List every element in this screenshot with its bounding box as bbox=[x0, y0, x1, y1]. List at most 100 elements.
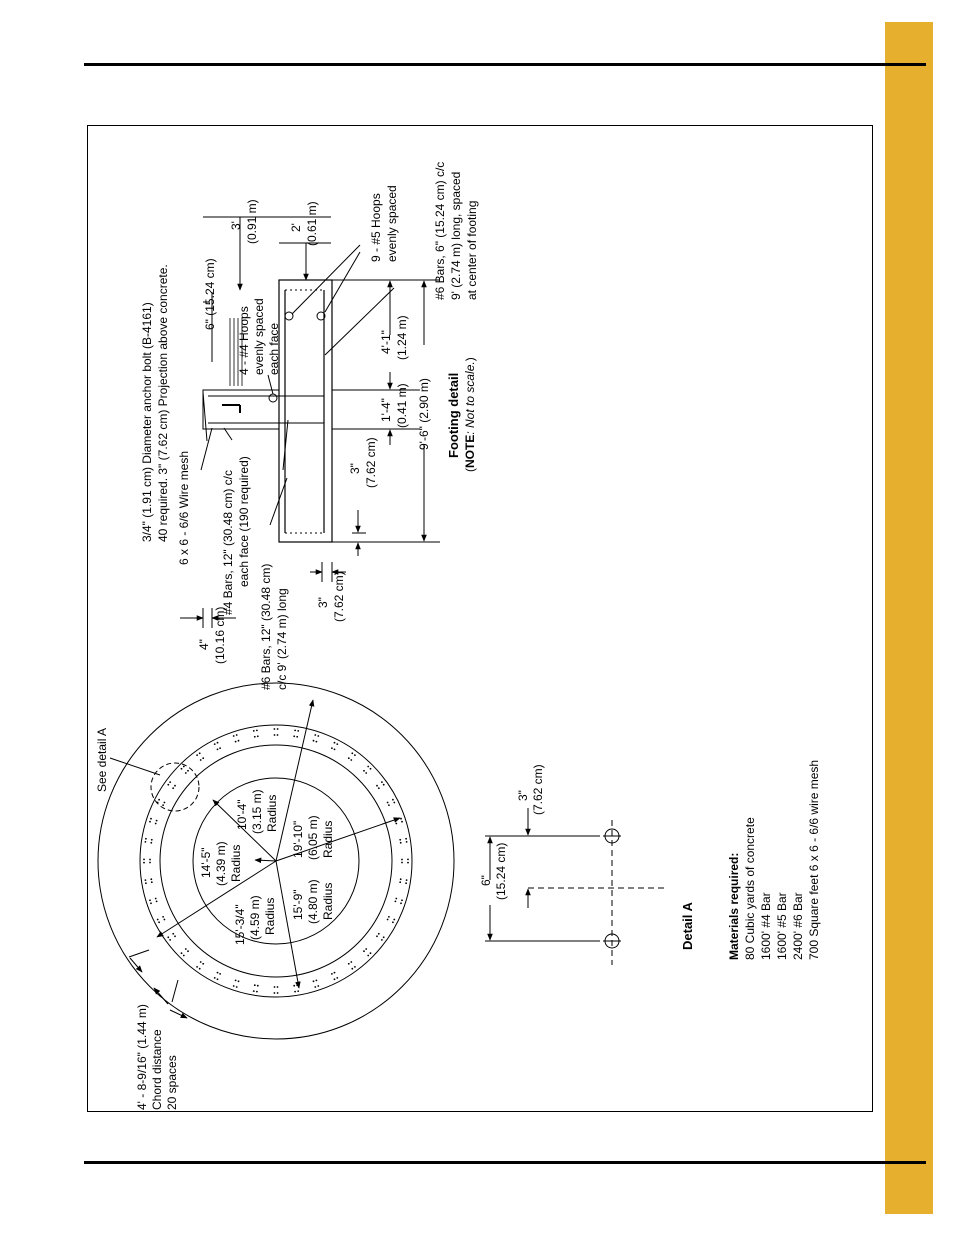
rebar-dot bbox=[407, 861, 409, 864]
rebar-dot bbox=[149, 861, 151, 864]
rebar-dot bbox=[199, 961, 202, 963]
dim-3in-left: 3" (7.62 cm) bbox=[316, 571, 346, 622]
rebar-dot bbox=[196, 966, 199, 968]
rebar-dot bbox=[273, 728, 276, 730]
rebar-dot bbox=[317, 985, 320, 987]
rebar-dot bbox=[180, 767, 183, 770]
rebar-dot bbox=[312, 739, 315, 742]
rebar-dots bbox=[143, 728, 409, 994]
rebar-dot bbox=[252, 730, 255, 732]
material-item: 2400' #6 Bar bbox=[791, 892, 805, 960]
rebar-dot bbox=[156, 918, 159, 921]
detail-a-labels: 6" (15.24 cm) 3" (7.62 cm) Detail A bbox=[479, 764, 695, 950]
rebar-dot bbox=[150, 841, 153, 844]
rebar-dot bbox=[363, 950, 365, 953]
rebar-dot bbox=[256, 990, 258, 993]
rebar-dot bbox=[219, 747, 222, 749]
rebar-dot bbox=[154, 822, 157, 825]
rebar-dot bbox=[401, 858, 403, 861]
rebar-dot bbox=[163, 801, 166, 804]
dim-2ft: 2' (0.61 m) bbox=[289, 201, 319, 246]
anchor-bolt-note: 3/4" (1.91 cm) Diameter anchor bolt (B-4… bbox=[140, 264, 170, 542]
four-hoops-note: 4 - #4 Hoops evenly spaced each face bbox=[237, 295, 281, 375]
rebar-dot bbox=[180, 952, 183, 955]
rebar-dot bbox=[386, 801, 389, 804]
rebar-dot bbox=[155, 819, 158, 822]
detail-a-6in: 6" (15.24 cm) bbox=[479, 843, 508, 900]
rebar-dot bbox=[405, 879, 408, 881]
rebar-dot bbox=[216, 978, 219, 981]
rebar-dot bbox=[155, 900, 158, 903]
rebar-dot bbox=[350, 961, 353, 963]
outer-rebar-circle bbox=[139, 724, 413, 998]
rebar-dot bbox=[198, 752, 201, 755]
rebar-dot bbox=[400, 817, 402, 820]
rebar-dot bbox=[273, 734, 276, 736]
rebar-dot bbox=[369, 952, 372, 955]
rebar-dot bbox=[367, 954, 370, 957]
rebar-dot bbox=[407, 858, 409, 861]
detail-a bbox=[485, 808, 665, 965]
materials-title: Materials required: bbox=[727, 853, 741, 960]
rebar-dot bbox=[399, 881, 402, 884]
outer-footing-circle bbox=[97, 682, 455, 1040]
rebar-dot bbox=[196, 754, 199, 756]
radius-10-4: 10'-4" (3.15 m) Radius bbox=[235, 786, 279, 834]
rebar-dot bbox=[365, 948, 368, 950]
radius-19-10: 19'-10" (6.05 m) Radius bbox=[291, 812, 335, 860]
dim-3in-bottom: 3" (7.62 cm) bbox=[348, 437, 378, 488]
rebar-dot bbox=[202, 757, 205, 760]
rebar-dot bbox=[392, 798, 394, 801]
rebar-dot bbox=[276, 734, 279, 736]
hoop-5-marker-b bbox=[316, 311, 326, 321]
rebar-dot bbox=[150, 902, 152, 905]
rebar-dot bbox=[182, 765, 185, 768]
six-bars-left-note: #6 Bars, 12" (30.48 cm) c/c 9' (2.74 m) … bbox=[259, 560, 289, 690]
hoop-4-marker bbox=[268, 393, 278, 403]
rebar-dot bbox=[347, 962, 350, 965]
header-rule bbox=[84, 63, 926, 66]
material-item: 80 Cubic yards of concrete bbox=[743, 817, 757, 960]
wire-mesh-note: 6 x 6 - 6/6 Wire mesh bbox=[177, 451, 191, 565]
rebar-dot bbox=[167, 936, 170, 939]
rebar-dot bbox=[333, 741, 336, 744]
rebar-dot bbox=[376, 935, 378, 938]
rebar-dot bbox=[163, 918, 166, 921]
rebar-dot bbox=[401, 899, 403, 902]
dim-3ft: 3' (0.91 m) bbox=[229, 199, 259, 244]
rebar-dot bbox=[156, 801, 159, 804]
chord-note: 4' - 8-9/16" (1.44 m) Chord distance 20 … bbox=[135, 1001, 179, 1110]
rebar-dot bbox=[232, 735, 235, 737]
rebar-dot bbox=[187, 950, 189, 953]
rebar-dot bbox=[377, 932, 380, 935]
rebar-dot bbox=[399, 878, 402, 881]
rebar-dot bbox=[150, 817, 152, 820]
rebar-dot bbox=[216, 971, 219, 974]
rebar-dot bbox=[381, 781, 383, 783]
radius-14-5: 14'-5" (4.39 m) Radius bbox=[199, 838, 243, 886]
rebar-dot bbox=[182, 954, 185, 957]
rebar-dot bbox=[235, 734, 238, 736]
drawing-frame bbox=[87, 125, 873, 1112]
rebar-dot bbox=[174, 784, 176, 787]
rebar-dot bbox=[386, 918, 389, 921]
rebar-dot bbox=[314, 986, 317, 988]
rebar-dot bbox=[145, 837, 147, 840]
rebar-dot bbox=[234, 740, 237, 743]
material-item: 1600' #5 Bar bbox=[775, 892, 789, 960]
rebar-dot bbox=[296, 735, 299, 738]
rebar-dot bbox=[198, 967, 201, 970]
rebar-dot bbox=[363, 769, 365, 772]
rebar-dot bbox=[158, 798, 161, 801]
rebar-dot bbox=[276, 728, 279, 730]
rebar-dot bbox=[237, 980, 240, 983]
rebar-dot bbox=[216, 741, 219, 744]
inner-rebar-circle bbox=[159, 744, 393, 978]
rebar-dot bbox=[297, 990, 300, 992]
rebar-dot bbox=[158, 921, 161, 924]
footing-detail bbox=[180, 216, 440, 628]
rebar-dot bbox=[202, 962, 205, 965]
rebar-dot bbox=[149, 899, 151, 902]
